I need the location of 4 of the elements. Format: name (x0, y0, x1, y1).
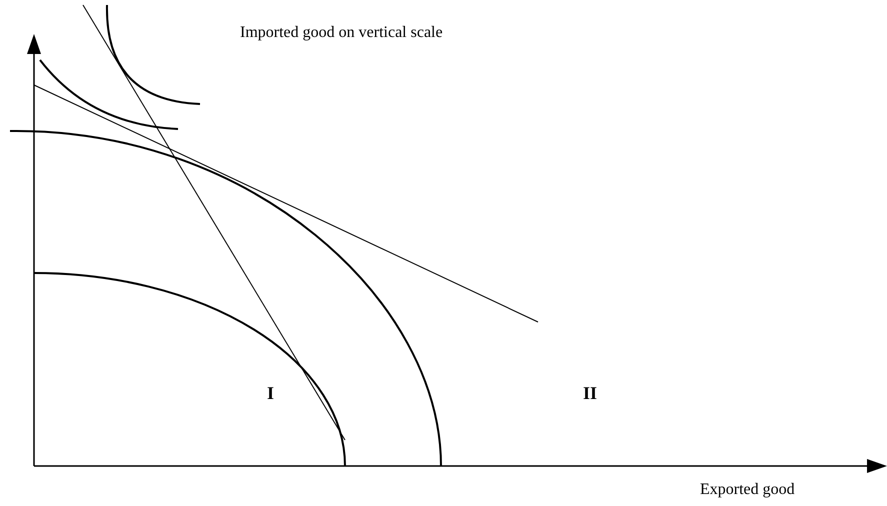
axis-label: I (267, 384, 274, 402)
axis-label: Imported good on vertical scale (240, 25, 443, 41)
axis-label: II (583, 384, 598, 402)
axis-label: Exported good (700, 482, 795, 498)
